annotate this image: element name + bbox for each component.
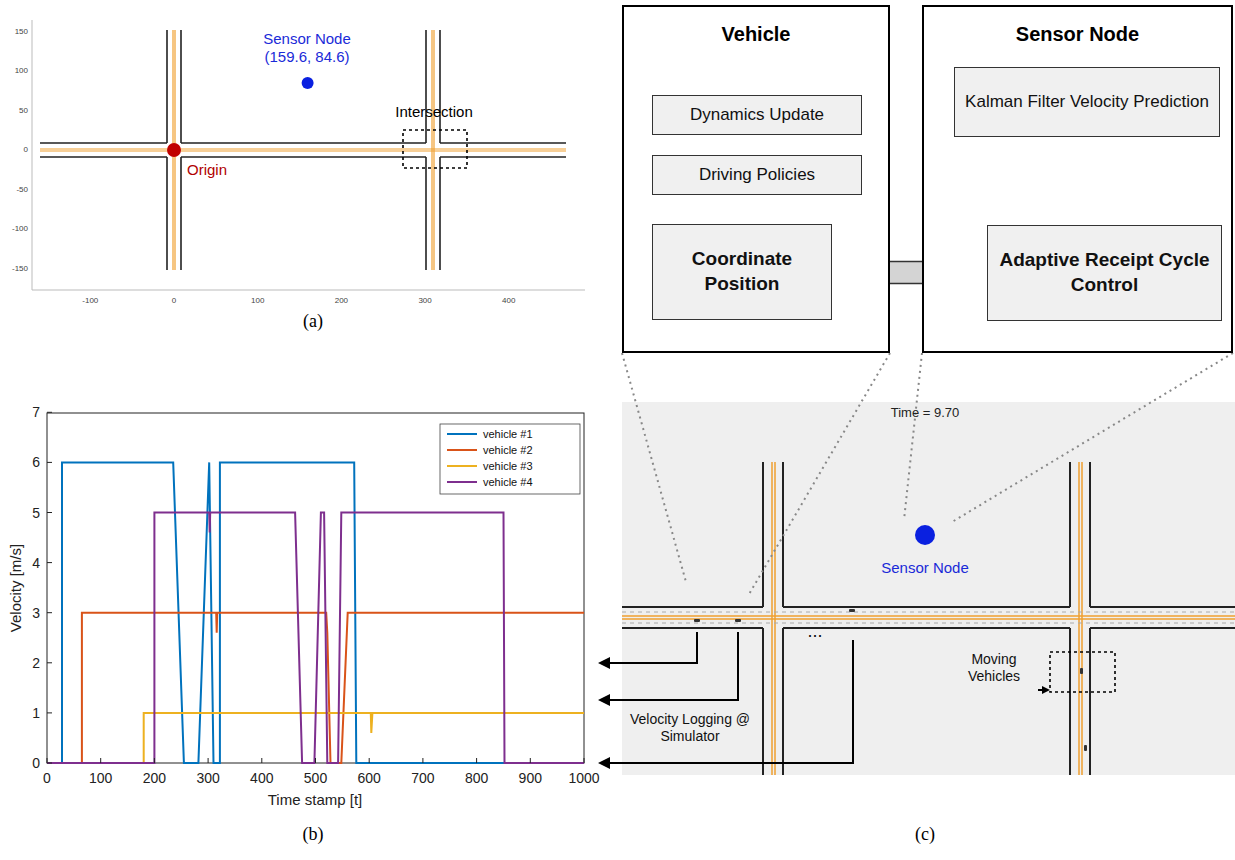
velocity-chart [47, 412, 584, 763]
legend-swatch [447, 433, 477, 435]
sensor-node-panel: Sensor NodeKalman Filter Velocity Predic… [922, 5, 1233, 353]
tick-label: 1 [32, 704, 40, 721]
tick-label: 3 [32, 604, 40, 621]
text-label: Sensor Node (159.6, 84.6) [251, 30, 363, 66]
tick-label: 100 [251, 296, 264, 306]
tick-label: 500 [304, 770, 327, 787]
legend-swatch [447, 449, 477, 451]
process-box: Adaptive Receipt Cycle Control [987, 225, 1222, 321]
tick-label: 100 [15, 66, 28, 76]
tick-label: 300 [418, 296, 431, 306]
panel-heading: Vehicle [624, 23, 888, 46]
text-label: Velocity Logging @ Simulator [626, 710, 755, 746]
tick-label: 7 [32, 404, 40, 421]
tick-label: -50 [16, 185, 28, 195]
vehicle-panel: VehicleDynamics UpdateDriving PoliciesCo… [622, 5, 890, 353]
legend-text: vehicle #4 [483, 476, 533, 488]
box-text: Dynamics Update [690, 104, 824, 126]
tick-label: 50 [19, 106, 28, 116]
tick-label: 4 [32, 554, 40, 571]
tick-label: 900 [519, 770, 542, 787]
tick-label: 1000 [568, 770, 599, 787]
text-label: ... [807, 621, 822, 643]
tick-label: 0 [32, 755, 40, 772]
tick-label: 600 [358, 770, 381, 787]
tick-label: 700 [411, 770, 434, 787]
tick-label: 300 [196, 770, 219, 787]
legend-text: vehicle #2 [483, 444, 533, 456]
tick-label: -100 [82, 296, 98, 306]
tick-label: 400 [502, 296, 515, 306]
simulator-screenshot [598, 353, 1235, 775]
process-box: Kalman Filter Velocity Prediction [954, 67, 1220, 137]
text-label: (b) [303, 824, 324, 846]
tick-label: 200 [143, 770, 166, 787]
text-label: (a) [303, 311, 323, 333]
legend-text: vehicle #3 [483, 460, 533, 472]
tick-label: 2 [32, 654, 40, 671]
panel-heading: Sensor Node [924, 23, 1231, 46]
text-label: Time stamp [t] [268, 791, 362, 809]
tick-label: 0 [24, 145, 28, 155]
tick-label: 150 [15, 27, 28, 37]
box-text: Adaptive Receipt Cycle Control [996, 248, 1213, 297]
box-text: Kalman Filter Velocity Prediction [965, 91, 1209, 113]
legend-text: vehicle #1 [483, 428, 533, 440]
tick-label: 0 [43, 770, 51, 787]
tick-label: 100 [89, 770, 112, 787]
text-label: Intersection [395, 103, 473, 121]
process-box: Driving Policies [652, 155, 862, 195]
text-label: (c) [915, 824, 935, 846]
process-box: Coordinate Position [652, 224, 832, 320]
tick-label: 400 [250, 770, 273, 787]
text-label: Sensor Node [881, 559, 969, 577]
tick-label: 0 [172, 296, 176, 306]
legend-swatch [447, 465, 477, 467]
velocity-line [47, 513, 584, 764]
map-plot [32, 20, 585, 290]
text-label: Time = 9.70 [891, 405, 960, 421]
tick-label: 6 [32, 454, 40, 471]
box-text: Driving Policies [699, 164, 815, 186]
text-label: Velocity [m/s] [7, 544, 25, 632]
process-box: Dynamics Update [652, 95, 862, 135]
tick-label: 800 [465, 770, 488, 787]
text-label: Origin [187, 161, 227, 179]
velocity-line [47, 462, 584, 763]
text-label: Moving Vehicles [954, 651, 1034, 685]
tick-label: -100 [12, 224, 28, 234]
legend-swatch [447, 481, 477, 483]
tick-label: 5 [32, 504, 40, 521]
box-text: Coordinate Position [661, 247, 823, 296]
tick-label: -150 [12, 264, 28, 274]
tick-label: 200 [335, 296, 348, 306]
